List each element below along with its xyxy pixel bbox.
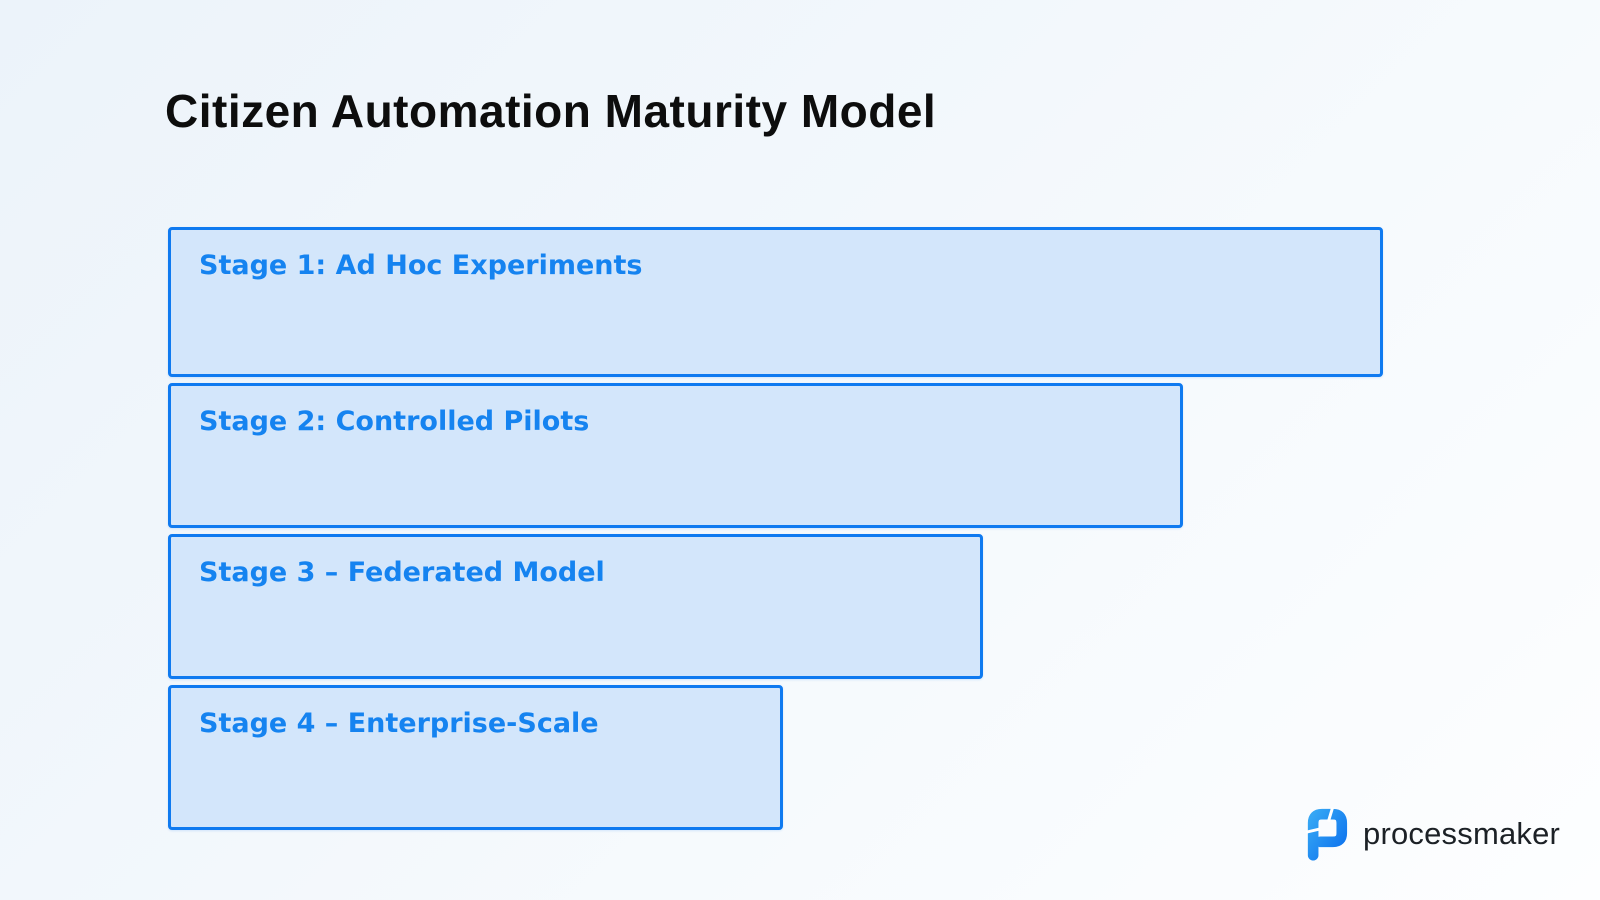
stage-bar-1: Stage 1: Ad Hoc Experiments	[168, 227, 1383, 377]
stage-3-label: Stage 3 – Federated Model	[199, 557, 605, 588]
stage-bar-4: Stage 4 – Enterprise-Scale	[168, 685, 783, 830]
processmaker-logo-text: processmaker	[1363, 816, 1561, 851]
stage-1-label: Stage 1: Ad Hoc Experiments	[199, 250, 643, 281]
stage-bar-3: Stage 3 – Federated Model	[168, 534, 983, 679]
maturity-stages-diagram: Stage 1: Ad Hoc Experiments Stage 2: Con…	[168, 227, 1383, 836]
processmaker-logo-icon	[1305, 807, 1348, 861]
page-title: Citizen Automation Maturity Model	[165, 85, 937, 137]
processmaker-logo: processmaker	[1303, 806, 1560, 862]
stage-bar-2: Stage 2: Controlled Pilots	[168, 383, 1183, 528]
stage-4-label: Stage 4 – Enterprise-Scale	[199, 708, 599, 739]
stage-2-label: Stage 2: Controlled Pilots	[199, 406, 590, 437]
